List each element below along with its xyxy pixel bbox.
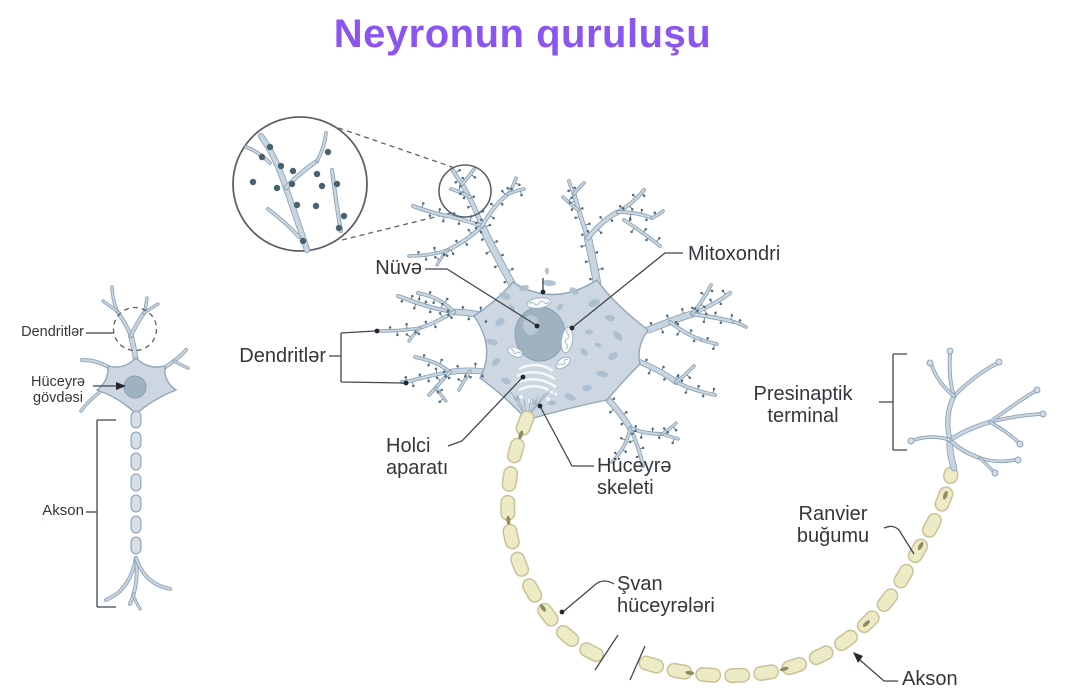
cell-body [473, 279, 649, 421]
golgi-apparatus [515, 363, 558, 403]
schwann-nuclei [506, 430, 948, 675]
label-ranvier: Ranvier buğumu [796, 503, 870, 548]
label-dendrites-small: Dendritlər [21, 324, 84, 340]
label-golgi: Holci aparatı [386, 435, 449, 480]
dashed-circle [112, 306, 158, 352]
label-axon-small: Akson [42, 502, 84, 519]
mitochondrion [555, 356, 571, 370]
magnifier-inset [232, 116, 456, 254]
page-title: Neyronun quruluşu [333, 12, 712, 56]
small-neuron [79, 285, 190, 611]
break-slash [629, 645, 646, 681]
main-neuron [378, 164, 1047, 684]
magnifier-circle [232, 116, 368, 252]
label-mitochondria: Mitoxondri [688, 243, 781, 265]
mitochondrion [560, 326, 574, 354]
label-nucleus: Nüvə [375, 257, 422, 279]
presynaptic-terminal [907, 347, 1047, 477]
mitochondrion [526, 297, 552, 309]
label-presynaptic: Presinaptik terminal [753, 383, 853, 428]
label-dendrites-main: Dendritlər [239, 345, 326, 367]
synapse-dots [249, 143, 348, 245]
label-schwann: Şvan hüceyrələri [617, 573, 715, 618]
break-slash [594, 634, 619, 671]
mitochondrion [507, 346, 523, 358]
cytoplasm-texture [486, 267, 623, 406]
dendritic-spines [388, 169, 742, 459]
axon [500, 410, 959, 684]
label-cell-body-small: Hüceyrə gövdəsi [31, 374, 85, 406]
label-axon-main: Akson [902, 668, 958, 690]
label-cytoskeleton: Hüceyrə skeleti [597, 455, 672, 500]
leader-lines [86, 252, 915, 682]
zoom-source-circle [438, 164, 492, 218]
